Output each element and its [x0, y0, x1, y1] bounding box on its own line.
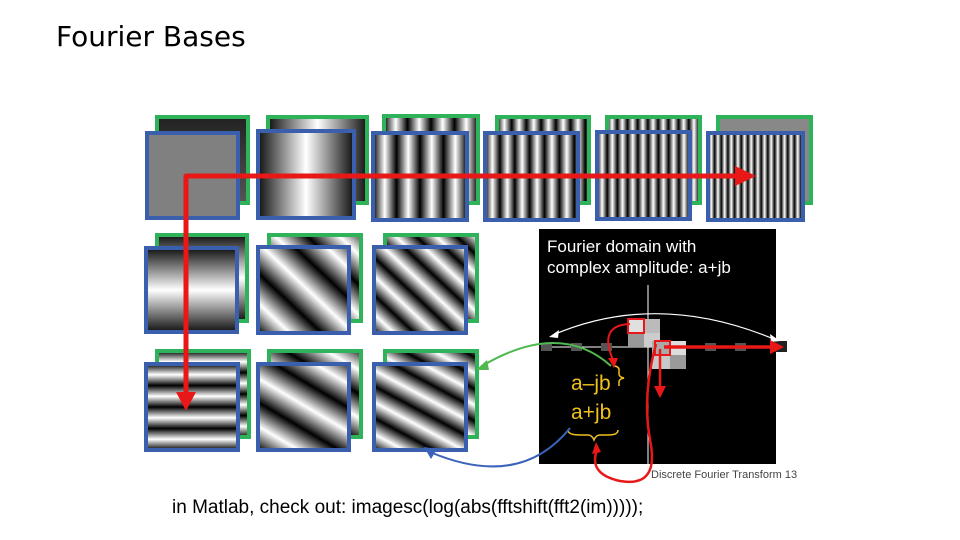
basis-tile-d2	[374, 247, 466, 333]
basis-tile-d1	[258, 247, 349, 333]
basis-tile-h2	[146, 364, 238, 450]
basis-tile-h1	[146, 248, 237, 332]
source-note: Discrete Fourier Transform 13	[651, 469, 797, 481]
basis-row-3	[146, 351, 477, 450]
panel-heading-line2: complex amplitude: a+jb	[547, 257, 731, 278]
panel-heading-line1: Fourier domain with	[547, 236, 731, 257]
basis-tile-d4	[374, 364, 466, 450]
basis-row-2	[146, 235, 477, 333]
basis-row-1	[147, 116, 811, 220]
panel-heading: Fourier domain with complex amplitude: a…	[547, 236, 731, 278]
basis-tile-d3	[258, 364, 349, 450]
label-a-minus-jb: a–jb	[571, 372, 611, 396]
label-a-plus-jb: a+jb	[571, 401, 611, 425]
matlab-caption: in Matlab, check out: imagesc(log(abs(ff…	[172, 497, 643, 519]
